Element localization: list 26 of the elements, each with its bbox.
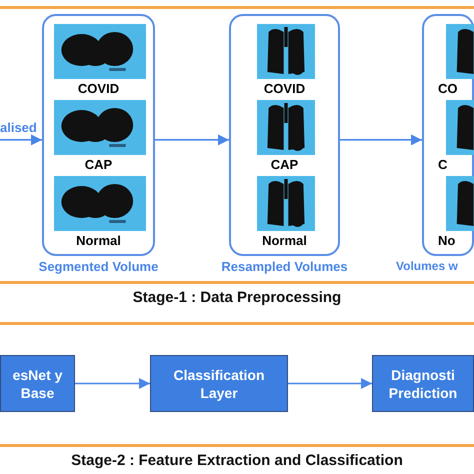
process-box: Classification Layer bbox=[150, 355, 288, 412]
class-label: CO bbox=[438, 81, 458, 96]
arrow bbox=[0, 134, 42, 146]
volume-panel bbox=[422, 14, 474, 256]
process-box: Diagnosti Prediction bbox=[372, 355, 474, 412]
panel-caption: Volumes w bbox=[396, 259, 458, 273]
panel-caption: Segmented Volume bbox=[38, 259, 158, 274]
class-label: COVID bbox=[264, 81, 306, 96]
class-label: C bbox=[438, 157, 448, 172]
edge-label: alised bbox=[0, 120, 38, 134]
class-label: COVID bbox=[78, 81, 120, 96]
class-label: CAP bbox=[270, 157, 298, 172]
panel-caption: Resampled Volumes bbox=[221, 259, 348, 274]
process-box: esNet y Base bbox=[0, 355, 75, 412]
class-label: Normal bbox=[262, 233, 307, 248]
volume-panel bbox=[229, 14, 340, 256]
arrow bbox=[340, 134, 422, 146]
arrow bbox=[75, 378, 150, 390]
class-label: Normal bbox=[76, 233, 121, 248]
arrow bbox=[155, 134, 229, 146]
stage-title: Stage-2 : Feature Extraction and Classification bbox=[70, 451, 404, 471]
stage-title: Stage-1 : Data Preprocessing bbox=[132, 288, 342, 308]
arrow bbox=[288, 378, 372, 390]
class-label: CAP bbox=[84, 157, 112, 172]
class-label: No bbox=[438, 233, 456, 248]
volume-panel bbox=[42, 14, 155, 256]
